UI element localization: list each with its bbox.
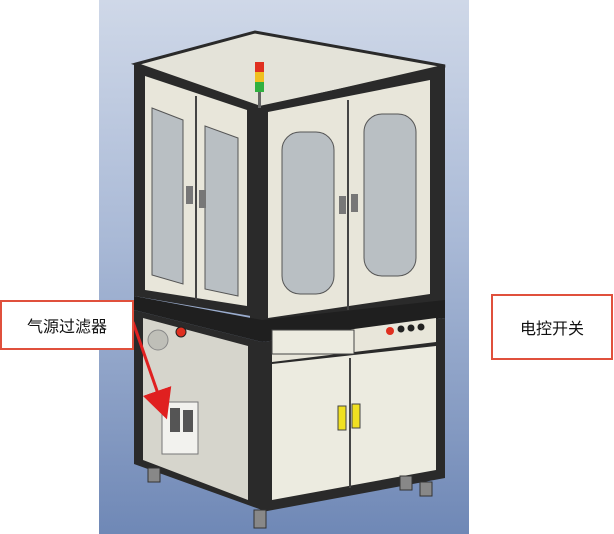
front-drawer xyxy=(271,329,355,355)
front-door-handle xyxy=(351,194,358,212)
cabinet-foot xyxy=(253,509,267,529)
power-switch-label: 电控开关 xyxy=(519,319,584,338)
signal-light-red xyxy=(255,62,264,72)
signal-light-yellow xyxy=(255,72,264,82)
cabinet-foot xyxy=(419,481,433,497)
annotation-arrow xyxy=(131,321,172,420)
air-filter-unit xyxy=(170,408,180,432)
signal-light-green xyxy=(255,82,264,92)
front-door-window-2 xyxy=(363,113,417,277)
power-switch-knob xyxy=(386,327,394,335)
left-door-window-2 xyxy=(204,125,239,297)
air-filter-callout: 气源过滤器 xyxy=(0,300,134,350)
lower-door-handle-yellow xyxy=(337,405,347,431)
air-filter-label: 气源过滤器 xyxy=(26,317,107,336)
fan-vent-icon xyxy=(147,329,169,351)
power-switch-callout: 电控开关 xyxy=(491,294,613,360)
left-door-window-1 xyxy=(151,107,184,285)
air-filter-unit xyxy=(183,410,193,432)
left-door-handle xyxy=(186,186,193,204)
emergency-stop-icon xyxy=(175,326,187,338)
cabinet-foot xyxy=(399,475,413,491)
selector-switch xyxy=(417,323,425,331)
selector-switch xyxy=(397,325,405,333)
front-door-handle xyxy=(339,196,346,214)
signal-tower-pole xyxy=(258,92,261,108)
selector-switch xyxy=(407,324,415,332)
front-door-window-1 xyxy=(281,131,335,295)
cabinet-mid-band-left xyxy=(134,296,262,342)
cabinet-foot xyxy=(147,467,161,483)
left-door-handle xyxy=(199,190,206,208)
lower-door-handle-yellow xyxy=(351,403,361,429)
